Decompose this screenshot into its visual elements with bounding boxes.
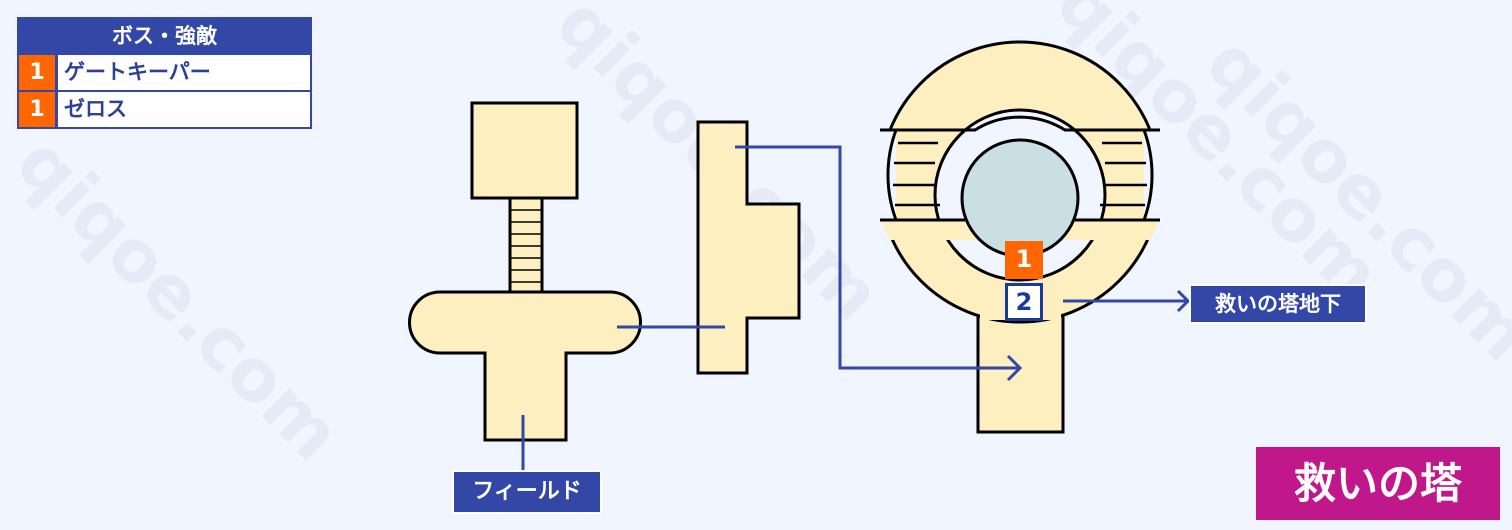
legend-row: 1 ゲートキーパー [19,55,310,90]
top-room [470,101,579,200]
basement-exit-label[interactable]: 救いの塔地下 [1189,284,1367,324]
connectors [521,145,1191,472]
legend-name: ゲートキーパー [58,55,310,90]
legend-number: 1 [19,55,55,90]
legend-row: 1 ゼロス [19,92,310,127]
field-exit-label[interactable]: フィールド [452,470,602,514]
point-marker: 2 [1005,283,1043,321]
boss-legend: ボス・強敵 1 ゲートキーパー 1 ゼロス [17,17,312,129]
ring-stairs [893,141,1147,207]
boss-marker: 1 [1005,241,1043,279]
legend-title: ボス・強敵 [112,24,217,48]
map-title: 救いの塔 [1256,447,1500,520]
cross-room [408,290,642,442]
legend-name: ゼロス [58,92,310,127]
stair-steps [510,209,542,283]
tower-pillar [960,138,1080,258]
legend-number: 1 [19,92,55,127]
middle-room [696,120,801,375]
